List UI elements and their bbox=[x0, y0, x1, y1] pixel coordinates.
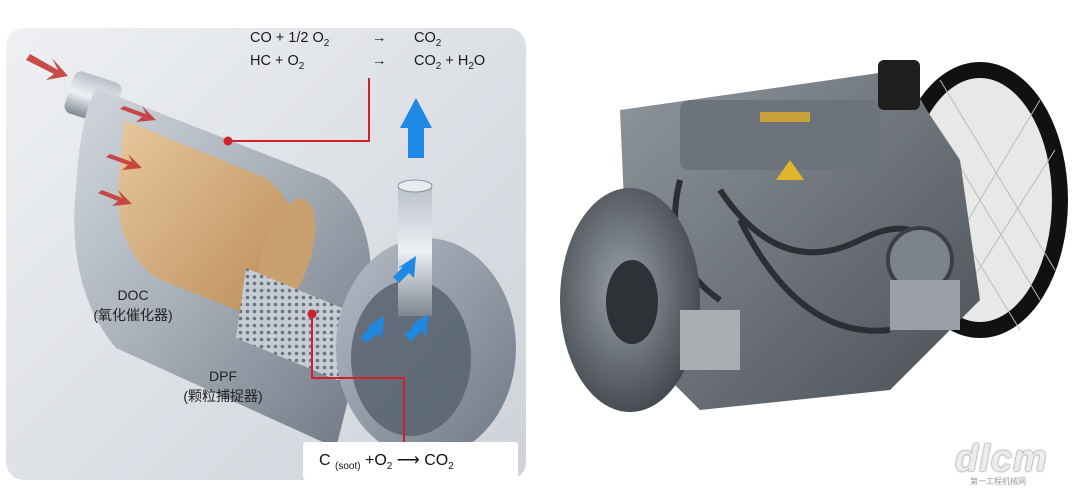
exhaust-diagram-panel: CO + 1/2 O2 → CO2 HC + O2 → CO2 + H2O DO… bbox=[6, 28, 526, 480]
reaction-hc: HC + O2 bbox=[250, 53, 305, 72]
watermark-logo: dlcm bbox=[955, 438, 1048, 480]
outflow-arrows bbox=[361, 98, 432, 343]
inflow-arrows bbox=[26, 54, 156, 206]
dpf-label: DPF (颗粒捕捉器) bbox=[183, 368, 263, 404]
right-mount bbox=[890, 280, 960, 330]
dpf-filter bbox=[236, 268, 366, 388]
yellow-cap bbox=[776, 160, 804, 180]
doc-marker bbox=[223, 136, 233, 146]
watermark-caption: 第一工程机械网 bbox=[970, 477, 1026, 486]
reaction-co-arrow: → bbox=[372, 30, 387, 46]
dpf-marker bbox=[307, 309, 317, 319]
reaction-hc-product: CO2 + H2O bbox=[414, 53, 486, 72]
engine-mount bbox=[680, 310, 740, 370]
black-bracket bbox=[878, 60, 920, 110]
valve-cover bbox=[680, 100, 880, 170]
after-treatment-illustration bbox=[26, 54, 516, 458]
warning-sticker bbox=[760, 112, 810, 122]
reaction-co-product: CO2 bbox=[414, 30, 442, 49]
outlet-pipe bbox=[398, 186, 432, 316]
doc-label: DOC (氧化催化器) bbox=[93, 287, 173, 323]
soot-reaction-box: C (soot) +O2 ⟶ CO2 bbox=[303, 442, 518, 480]
reaction-hc-arrow: → bbox=[372, 53, 387, 69]
leader-lines bbox=[228, 78, 405, 444]
reaction-co: CO + 1/2 O2 bbox=[250, 30, 330, 49]
engine-photo bbox=[560, 60, 1068, 412]
